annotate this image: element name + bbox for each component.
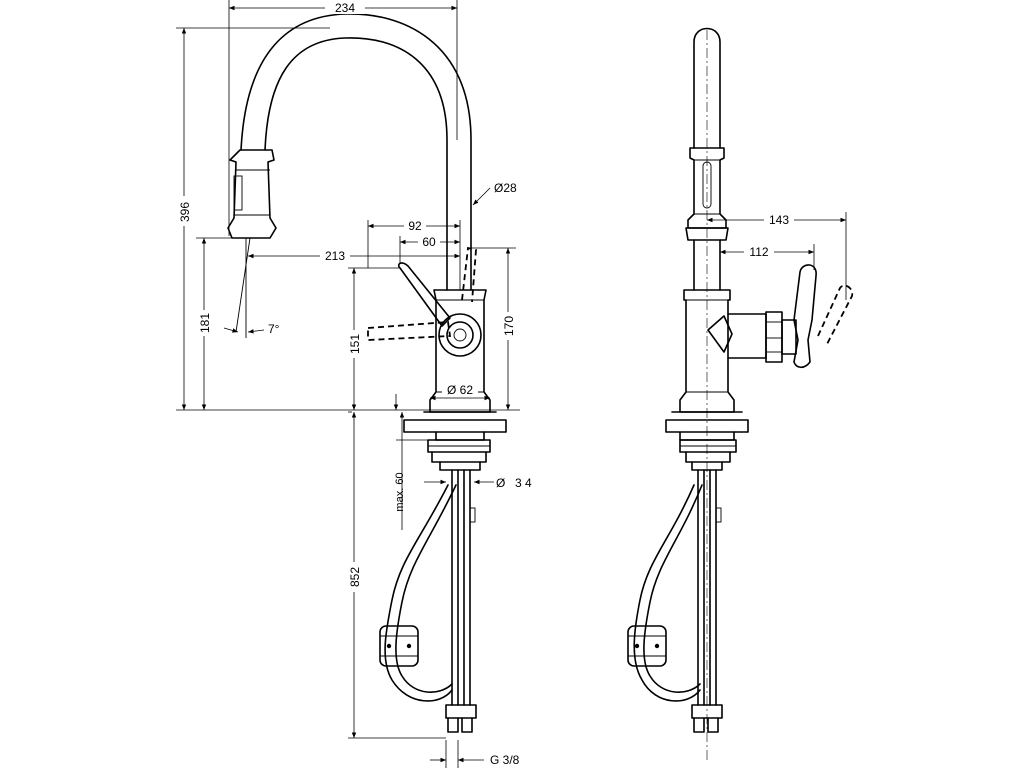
dim-lever-reach: 92 [408, 219, 422, 233]
dim-spout-diameter: Ø28 [494, 181, 517, 195]
dim-side-lever-reach: 143 [769, 213, 789, 227]
spray-head [227, 149, 277, 239]
dim-overall-height: 396 [178, 202, 192, 222]
dim-hole-diameter-symbol: Ø [496, 476, 505, 490]
base-flange [403, 419, 507, 433]
dim-spray-angle: 7° [268, 322, 280, 336]
side-view [627, 27, 854, 760]
lever-alt-position [367, 321, 452, 341]
dim-spray-height: 181 [198, 313, 212, 333]
side-lever [793, 264, 817, 369]
side-dimensions: 143 112 [707, 212, 847, 300]
cartridge-inner [446, 321, 474, 349]
pull-out-hose [384, 484, 453, 702]
spout-inner [264, 37, 448, 291]
front-dimensions: 234 396 181 7° Ø28 92 60 213 [176, 0, 532, 768]
lever-handle [397, 262, 451, 327]
dim-top-width: 234 [335, 1, 355, 15]
mounting-nut [427, 439, 491, 453]
dim-lever-height: 151 [348, 334, 362, 354]
front-view [227, 13, 507, 733]
dim-base-diameter: Ø 62 [447, 383, 473, 397]
dim-side-lever-offset: 112 [749, 245, 768, 259]
spout-outer [240, 13, 472, 291]
dim-spout-reach: 213 [325, 249, 345, 263]
hose-weight [379, 625, 419, 667]
dim-hole-diameter-value: 3 4 [515, 476, 532, 490]
dim-connection: G 3/8 [490, 753, 520, 767]
side-spout [693, 27, 721, 149]
dim-body-height: 170 [502, 316, 516, 336]
cartridge-outer [438, 313, 482, 357]
dim-lever-offset: 60 [422, 235, 436, 249]
dim-hose-length: 852 [348, 567, 362, 587]
dim-deck-thickness: max. 60 [394, 472, 406, 511]
